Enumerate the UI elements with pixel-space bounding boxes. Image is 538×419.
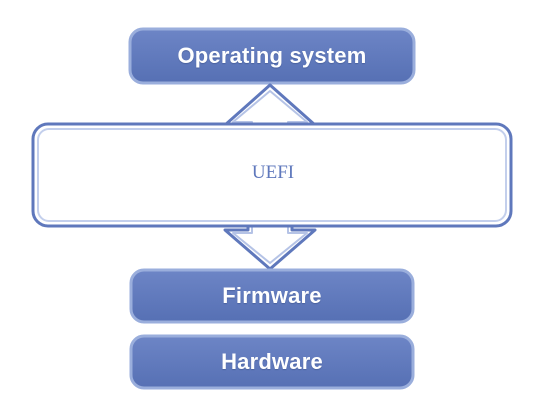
uefi-box-inner [37, 128, 507, 222]
firmware-box [129, 268, 415, 324]
double-arrow-inner [232, 90, 308, 264]
os-box [128, 27, 416, 85]
uefi-box [31, 122, 513, 228]
hardware-box [129, 334, 415, 390]
